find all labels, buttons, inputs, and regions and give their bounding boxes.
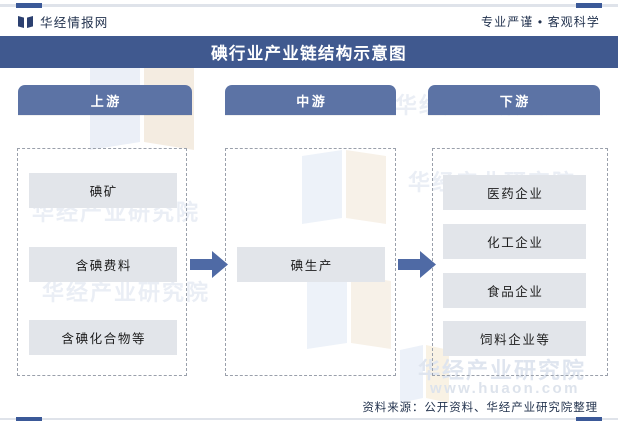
column-header-label: 下游 — [499, 93, 531, 109]
column-header-label: 中游 — [296, 93, 328, 109]
downstream-item[interactable]: 化工企业 — [443, 224, 586, 259]
downstream-item[interactable]: 食品企业 — [443, 273, 586, 308]
midstream-item-label: 碘生产 — [290, 259, 333, 273]
brand-name: 华经情报网 — [40, 16, 109, 30]
watermark-url: www.huaon.com — [430, 380, 580, 397]
group-box-midstream — [225, 148, 396, 376]
upstream-item[interactable]: 含碘化合物等 — [29, 320, 177, 355]
downstream-item-label: 饲料企业等 — [480, 333, 551, 347]
brand-row: 华经情报网 专业严谨 • 客观科学 — [0, 9, 618, 35]
bottom-divider-cap-right — [576, 417, 602, 421]
downstream-item[interactable]: 饲料企业等 — [443, 321, 586, 356]
midstream-item[interactable]: 碘生产 — [237, 247, 385, 282]
open-book-icon — [18, 15, 33, 29]
downstream-item-label: 化工企业 — [487, 236, 544, 250]
upstream-item[interactable]: 含碘费料 — [29, 247, 177, 282]
arrow-right-icon — [190, 251, 228, 278]
brand[interactable]: 华经情报网 — [18, 12, 109, 31]
bottom-divider — [0, 417, 618, 421]
column-header-label: 上游 — [90, 93, 122, 109]
upstream-item-label: 含碘化合物等 — [61, 332, 147, 346]
top-divider-cap-right — [576, 3, 602, 8]
column-header-midstream[interactable]: 中游 — [225, 85, 396, 115]
page-title: 碘行业产业链结构示意图 — [211, 45, 407, 63]
group-box-upstream — [17, 148, 187, 376]
upstream-item-label: 含碘费料 — [75, 259, 132, 273]
source-note: 资料来源：公开资料、华经产业研究院整理 — [362, 402, 598, 414]
top-divider-cap-left — [16, 3, 42, 8]
downstream-item[interactable]: 医药企业 — [443, 175, 586, 210]
top-divider — [0, 3, 618, 8]
upstream-item[interactable]: 碘矿 — [29, 173, 177, 208]
downstream-item-label: 食品企业 — [487, 285, 544, 299]
column-header-upstream[interactable]: 上游 — [18, 85, 192, 115]
arrow-right-icon — [398, 251, 436, 278]
tagline: 专业严谨 • 客观科学 — [481, 15, 600, 29]
column-header-downstream[interactable]: 下游 — [428, 85, 600, 115]
downstream-item-label: 医药企业 — [487, 187, 544, 201]
upstream-item-label: 碘矿 — [89, 185, 118, 199]
bottom-divider-cap-left — [16, 417, 42, 421]
title-band: 碘行业产业链结构示意图 — [0, 36, 618, 68]
